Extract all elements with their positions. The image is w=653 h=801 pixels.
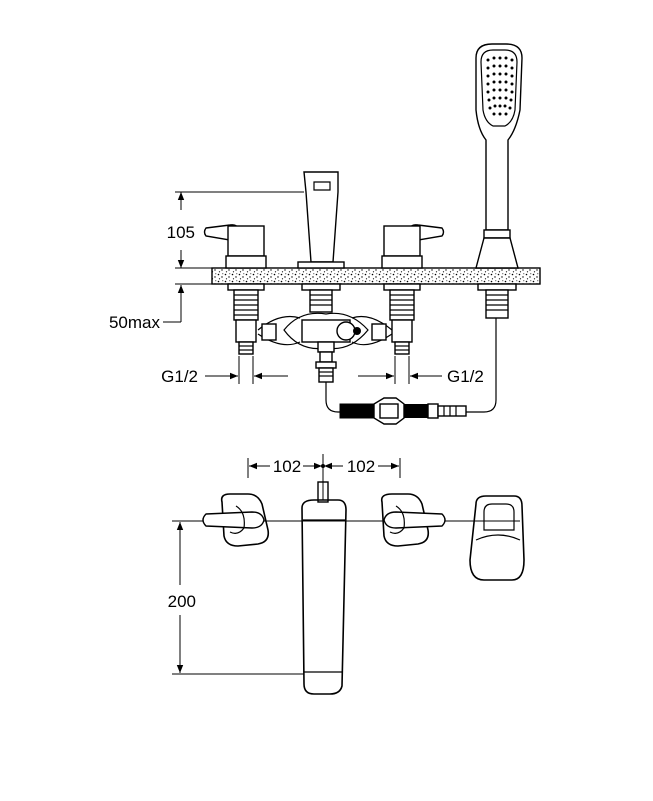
shower-hose [325,318,497,425]
front-elevation: 105 50max G1/2 G1/2 [109,43,541,425]
connection-g12-right-label: G1/2 [447,367,484,386]
spout-plan [301,481,347,695]
hand-shower [475,43,523,319]
dimension-200: 200 [168,522,304,675]
connection-g12-right: G1/2 [358,356,484,386]
dimension-200-label: 200 [168,592,196,611]
dimension-102-pair: 102 102 [247,454,401,500]
right-handle-plan [380,493,446,547]
dimension-50max: 50max [109,252,212,332]
plan-view: 102 102 200 [168,454,525,695]
left-handle-plan [202,493,270,547]
left-valve [203,224,267,355]
shower-holder-plan [469,495,525,581]
right-valve [381,224,445,355]
dimension-50max-label: 50max [109,313,161,332]
dimension-102-right-label: 102 [347,457,375,476]
diverter-assembly [257,312,393,383]
dimension-102-left-label: 102 [273,457,301,476]
connection-g12-left: G1/2 [161,356,288,386]
deck-section [211,267,541,285]
connection-g12-left-label: G1/2 [161,367,198,386]
dimension-105-label: 105 [167,223,195,242]
center-spout [297,171,345,313]
